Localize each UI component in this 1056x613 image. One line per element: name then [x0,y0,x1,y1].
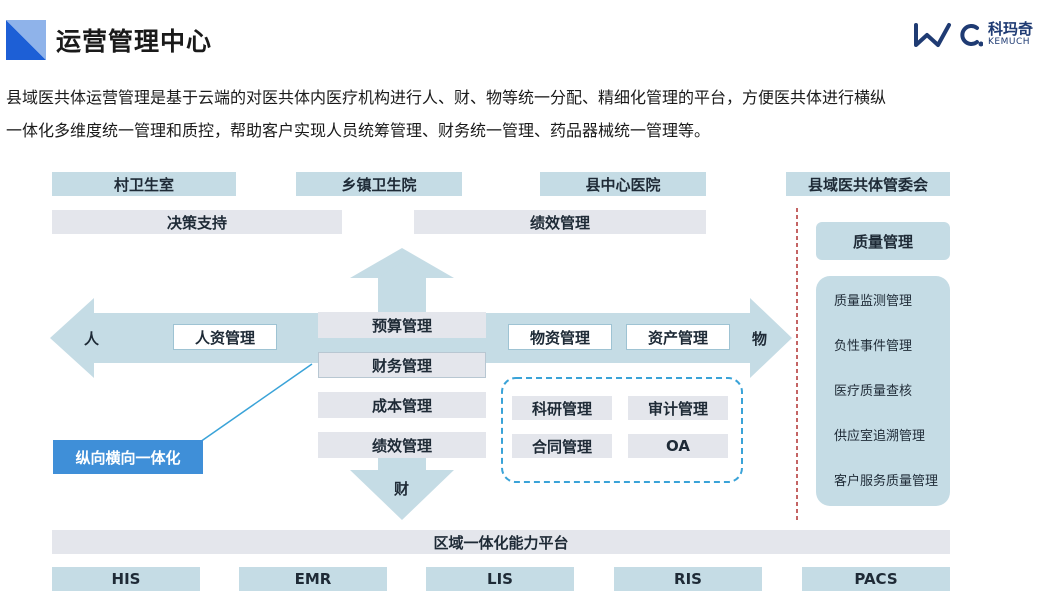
dashed-group-border [501,377,743,483]
finance-management-box: 财务管理 [318,352,486,378]
down-arrow [350,458,454,520]
logo-english-text: KEMUCH [988,37,1030,47]
quality-item-supply-trace: 供应室追溯管理 [834,429,926,444]
quality-item-customer-service: 客户服务质量管理 [834,474,939,489]
quality-item-monitoring: 质量监测管理 [834,294,913,309]
arrow-label-materials: 物 [752,330,768,348]
quality-management-title: 质量管理 [816,222,950,260]
description-line-2: 一体化多维度统一管理和质控，帮助客户实现人员统筹管理、财务统一管理、药品器械统一… [6,121,711,140]
hr-management-box: 人资管理 [173,324,277,350]
decision-support-box: 决策支持 [52,210,342,234]
institution-county-hospital: 县中心医院 [540,172,706,196]
performance-management-box: 绩效管理 [318,432,486,458]
title-accent-icon [6,20,46,60]
quality-item-medical-audit: 医疗质量查核 [834,384,913,399]
system-ris: RIS [614,567,762,591]
logo-chinese-text: 科玛奇 [988,20,1034,38]
kemuch-logo-icon [914,23,983,47]
research-management-box: 科研管理 [512,396,612,420]
page-title: 运营管理中心 [56,27,213,56]
quality-management-list: 质量监测管理 负性事件管理 医疗质量查核 供应室追溯管理 客户服务质量管理 [816,276,950,506]
system-emr: EMR [239,567,387,591]
contract-management-box: 合同管理 [512,434,612,458]
system-pacs: PACS [802,567,950,591]
performance-management-top-box: 绩效管理 [414,210,706,234]
system-his: HIS [52,567,200,591]
integration-connector [199,363,313,443]
regional-platform-bar: 区域一体化能力平台 [52,530,950,554]
audit-management-box: 审计管理 [628,396,728,420]
quality-item-adverse-events: 负性事件管理 [834,339,913,354]
budget-management-box: 预算管理 [318,312,486,338]
arrow-label-people: 人 [84,330,100,348]
system-lis: LIS [426,567,574,591]
oa-box: OA [628,434,728,458]
horizontal-double-arrow [50,298,792,378]
institution-township-hospital: 乡镇卫生院 [296,172,462,196]
committee-box: 县域医共体管委会 [786,172,950,196]
integration-label: 纵向横向一体化 [53,440,203,474]
description-line-1: 县域医共体运营管理是基于云端的对医共体内医疗机构进行人、财、物等统一分配、精细化… [6,88,887,107]
materials-management-box: 物资管理 [508,324,612,350]
institution-village-clinic: 村卫生室 [52,172,236,196]
arrow-label-finance: 财 [394,480,410,498]
asset-management-box: 资产管理 [626,324,730,350]
cost-management-box: 成本管理 [318,392,486,418]
